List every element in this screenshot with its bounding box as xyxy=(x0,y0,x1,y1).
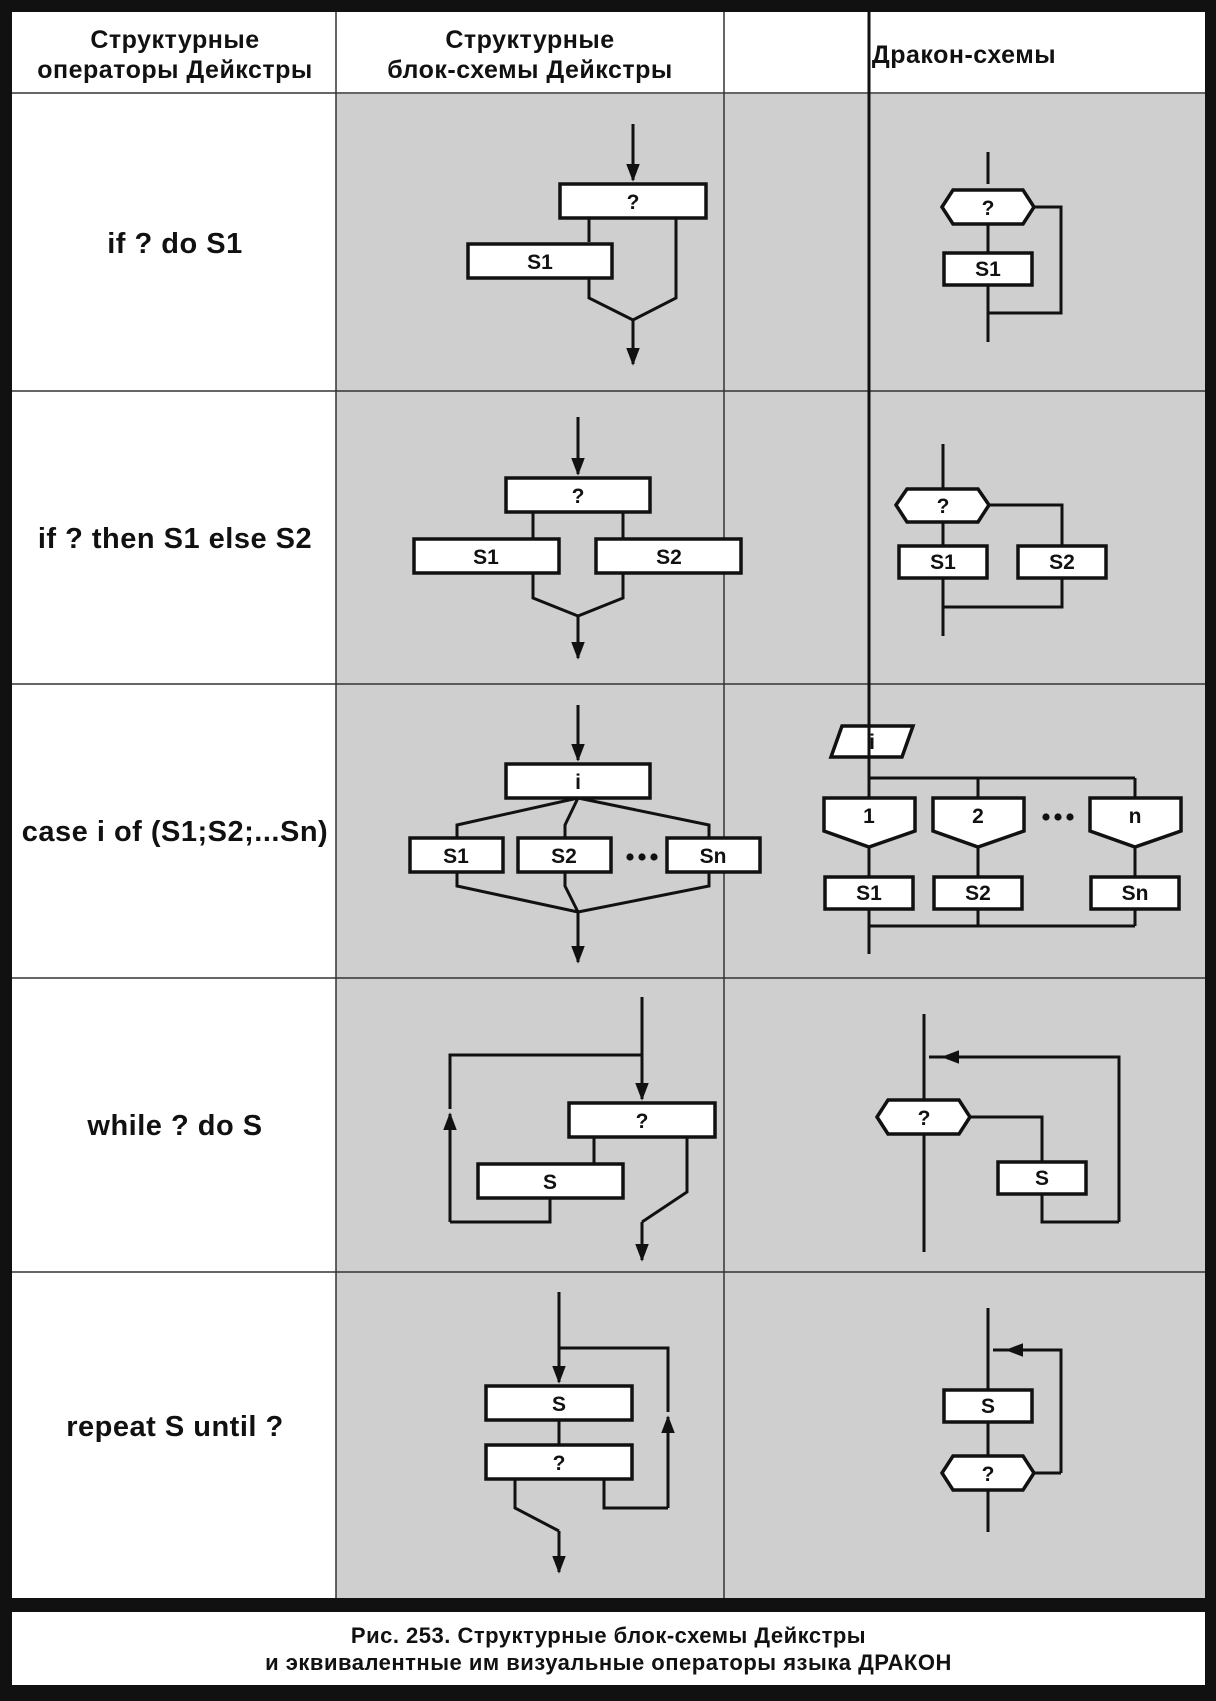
svg-text:Sn: Sn xyxy=(1122,882,1149,905)
drakon-if-do: ? S1 xyxy=(939,152,1063,342)
drakon-case: i 1 2 n S1 S2 Sn xyxy=(822,12,1183,954)
drakon-if-then-else: ? S1 S2 xyxy=(893,444,1108,636)
s-box xyxy=(484,1384,634,1422)
row-label-case: case i of (S1;S2;...Sn) xyxy=(22,816,328,848)
condition-box xyxy=(504,762,652,800)
drakon-repeat: S ? xyxy=(939,1308,1063,1532)
table-grid xyxy=(12,12,1205,1598)
svg-text:1: 1 xyxy=(863,805,875,828)
condition-box xyxy=(558,182,708,220)
header-col1-line1: Структурные xyxy=(90,26,259,54)
row-label-while: while ? do S xyxy=(86,1110,262,1142)
svg-text:S: S xyxy=(543,1171,557,1194)
caption-line-1: Рис. 253. Структурные блок-схемы Дейкстр… xyxy=(350,1622,867,1648)
sn-box xyxy=(665,836,762,874)
condition-box xyxy=(567,1101,717,1139)
svg-text:2: 2 xyxy=(972,805,984,828)
svg-text:Sn: Sn xyxy=(700,845,727,868)
dijkstra-repeat: S ? xyxy=(484,1292,675,1574)
dijkstra-while: ? S xyxy=(443,997,717,1262)
header-col2-line2: блок-схемы Дейкстры xyxy=(387,56,673,84)
choice-n-box xyxy=(1088,796,1183,849)
figure-caption: Рис. 253. Структурные блок-схемы Дейкстр… xyxy=(12,1612,1205,1685)
svg-text:S1: S1 xyxy=(527,251,553,274)
svg-text:S1: S1 xyxy=(975,258,1001,281)
svg-text:n: n xyxy=(1129,805,1142,828)
svg-text:S2: S2 xyxy=(965,882,991,905)
input-parallelogram xyxy=(828,724,916,759)
svg-text:S2: S2 xyxy=(551,845,577,868)
s2-box xyxy=(594,537,743,575)
row-label-repeat: repeat S until ? xyxy=(66,1411,283,1443)
s1-box xyxy=(412,537,561,575)
svg-text:S1: S1 xyxy=(856,882,882,905)
s-box xyxy=(942,1388,1034,1424)
s1-box xyxy=(466,242,614,280)
svg-text:?: ? xyxy=(553,1452,566,1475)
svg-text:?: ? xyxy=(627,191,640,214)
svg-text:i: i xyxy=(869,731,875,754)
svg-text:S1: S1 xyxy=(930,551,956,574)
svg-text:?: ? xyxy=(572,485,585,508)
s-box xyxy=(996,1160,1088,1196)
svg-text:S1: S1 xyxy=(443,845,469,868)
header-col2-line1: Структурные xyxy=(445,26,614,54)
header-col3: Дракон-схемы xyxy=(872,41,1056,69)
row-label-if-then-else: if ? then S1 else S2 xyxy=(38,523,312,555)
s2-box xyxy=(1016,544,1108,580)
svg-text:?: ? xyxy=(937,495,950,518)
condition-box xyxy=(504,476,652,514)
s1-box xyxy=(897,544,989,580)
svg-text:?: ? xyxy=(982,1463,995,1486)
dijkstra-if-then-else: ? S1 S2 xyxy=(412,417,743,660)
choice-2-box xyxy=(931,796,1026,849)
dijkstra-case: i S1 S2 Sn xyxy=(408,705,762,964)
svg-text:S: S xyxy=(981,1395,995,1418)
svg-text:S: S xyxy=(1035,1167,1049,1190)
condition-box xyxy=(484,1443,634,1481)
svg-text:i: i xyxy=(575,771,581,794)
svg-text:?: ? xyxy=(636,1110,649,1133)
svg-text:?: ? xyxy=(982,197,995,220)
header-col1-line2: операторы Дейкстры xyxy=(37,56,313,84)
choice-1-box xyxy=(822,796,917,849)
svg-text:S: S xyxy=(552,1393,566,1416)
svg-text:?: ? xyxy=(918,1107,931,1130)
drakon-while: ? S xyxy=(874,1014,1121,1252)
svg-text:S2: S2 xyxy=(1049,551,1075,574)
svg-text:S2: S2 xyxy=(656,546,682,569)
row-label-if-do: if ? do S1 xyxy=(107,228,243,260)
comparison-table: Структурные операторы Дейкстры Структурн… xyxy=(12,12,1205,1598)
dijkstra-if-do: ? S1 xyxy=(466,124,708,366)
s1-box xyxy=(823,875,915,911)
caption-line-2: и эквивалентные им визуальные операторы … xyxy=(265,1649,952,1675)
s1-box xyxy=(942,251,1034,287)
svg-text:S1: S1 xyxy=(473,546,499,569)
